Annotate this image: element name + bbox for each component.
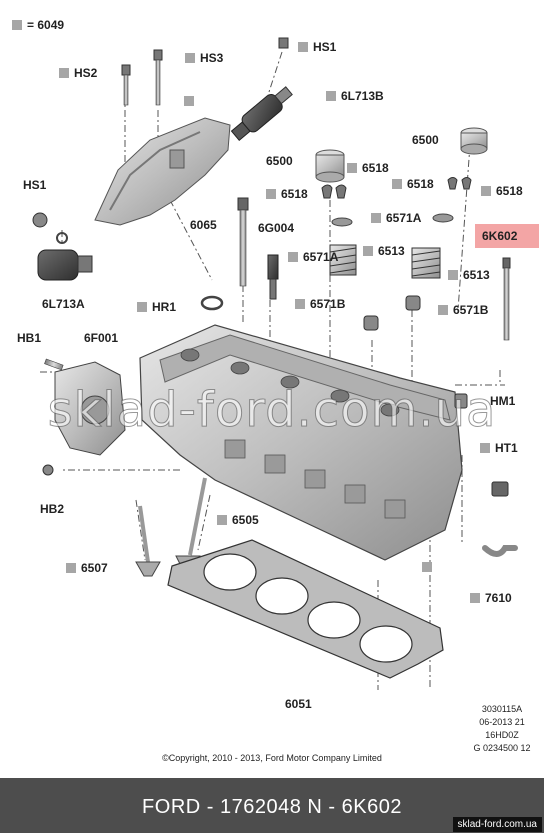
callout-hb2[interactable]: HB2 <box>40 502 65 516</box>
callout-6500-left[interactable]: 6500 <box>266 154 293 168</box>
callout-label: 6571A <box>303 250 339 264</box>
callout-marker <box>448 270 458 280</box>
callout-6518-b[interactable]: 6518 <box>266 187 308 201</box>
callout-marker <box>480 443 490 453</box>
callout-6500-right[interactable]: 6500 <box>412 133 439 147</box>
callout-6513-right[interactable]: 6513 <box>448 268 490 282</box>
callout-hb1[interactable]: HB1 <box>17 331 42 345</box>
callout-hr1[interactable]: HR1 <box>137 300 176 314</box>
callout-label: HR1 <box>152 300 177 314</box>
callout-label: 6518 <box>362 161 389 175</box>
callout-marker <box>481 186 491 196</box>
callout-marker <box>66 563 76 573</box>
callout-marker <box>392 179 402 189</box>
callout-6513-left[interactable]: 6513 <box>363 244 405 258</box>
watermark: sklad-ford.com.ua <box>47 382 497 439</box>
callout-6051[interactable]: 6051 <box>285 697 312 711</box>
ref-line-4: G 0234500 12 <box>473 743 531 753</box>
callout-6518-d[interactable]: 6518 <box>481 184 523 198</box>
callout-6f001[interactable]: 6F001 <box>84 331 119 345</box>
callout-label: HS2 <box>74 66 98 80</box>
callout-marker <box>347 163 357 173</box>
callout-6507[interactable]: 6507 <box>66 561 108 575</box>
callout-label: 6518 <box>281 187 308 201</box>
ref-line-3: 16HD0Z <box>485 730 519 740</box>
callout-6518-a[interactable]: 6518 <box>347 161 389 175</box>
callout-label: HT1 <box>495 441 518 455</box>
callout-6g004[interactable]: 6G004 <box>258 221 295 235</box>
ref-line-2: 06-2013 21 <box>479 717 525 727</box>
callout-6571a-right[interactable]: 6571A <box>371 211 421 225</box>
drawing-reference: 3030115A 06-2013 21 16HD0Z G 0234500 12 <box>466 703 538 755</box>
callout-6065[interactable]: 6065 <box>190 218 217 232</box>
callout-hm1[interactable]: HM1 <box>490 394 516 408</box>
callout-6571a-left[interactable]: 6571A <box>288 250 338 264</box>
callout-6l713a[interactable]: 6L713A <box>42 297 85 311</box>
legend-text: = 6049 <box>27 18 65 32</box>
callout-marker <box>59 68 69 78</box>
highlighted-part-6k602[interactable]: 6K602 <box>475 224 539 248</box>
callout-label: 6571B <box>310 297 346 311</box>
callout-marker <box>266 189 276 199</box>
footer-bar: FORD - 1762048 N - 6K602 sklad-ford.com.… <box>0 778 544 833</box>
callout-6505[interactable]: 6505 <box>217 513 259 527</box>
callout-marker-cover <box>184 96 194 106</box>
callout-hs1-top[interactable]: HS1 <box>298 40 336 54</box>
callout-6571b-left[interactable]: 6571B <box>295 297 345 311</box>
callout-label: HS3 <box>200 51 224 65</box>
callout-label: 6518 <box>407 177 434 191</box>
copyright-text: ©Copyright, 2010 - 2013, Ford Motor Comp… <box>162 753 382 763</box>
callout-hs2[interactable]: HS2 <box>59 66 97 80</box>
callout-marker <box>371 213 381 223</box>
callout-marker <box>438 305 448 315</box>
callout-6l713b[interactable]: 6L713B <box>326 89 384 103</box>
footer-site-link[interactable]: sklad-ford.com.ua <box>452 817 542 832</box>
callout-marker <box>298 42 308 52</box>
callout-hs3[interactable]: HS3 <box>185 51 223 65</box>
callout-7610[interactable]: 7610 <box>470 591 512 605</box>
callout-marker <box>217 515 227 525</box>
ref-line-1: 3030115A <box>481 704 523 714</box>
callout-label: 6518 <box>496 184 523 198</box>
callout-ht1[interactable]: HT1 <box>480 441 518 455</box>
highlighted-part-label: 6K602 <box>482 229 518 243</box>
callout-marker-head <box>422 562 432 572</box>
callout-marker <box>470 593 480 603</box>
callout-marker <box>326 91 336 101</box>
callout-marker <box>137 302 147 312</box>
callout-marker <box>363 246 373 256</box>
callout-label: HS1 <box>313 40 337 54</box>
callout-marker <box>185 53 195 63</box>
callout-label: 6571B <box>453 303 489 317</box>
callout-label: 6505 <box>232 513 259 527</box>
callout-label: 6513 <box>378 244 405 258</box>
callout-marker <box>288 252 298 262</box>
callout-6571b-right[interactable]: 6571B <box>438 303 488 317</box>
callout-label: 6513 <box>463 268 490 282</box>
legend-6049: = 6049 <box>12 18 64 32</box>
callout-label: 6L713B <box>341 89 384 103</box>
legend-swatch <box>12 20 22 30</box>
callout-marker <box>295 299 305 309</box>
callout-6518-c[interactable]: 6518 <box>392 177 434 191</box>
callout-label: 7610 <box>485 591 512 605</box>
callout-label: 6571A <box>386 211 422 225</box>
callout-hs1-left[interactable]: HS1 <box>23 178 47 192</box>
callout-label: 6507 <box>81 561 108 575</box>
footer-title: FORD - 1762048 N - 6K602 <box>142 796 402 818</box>
